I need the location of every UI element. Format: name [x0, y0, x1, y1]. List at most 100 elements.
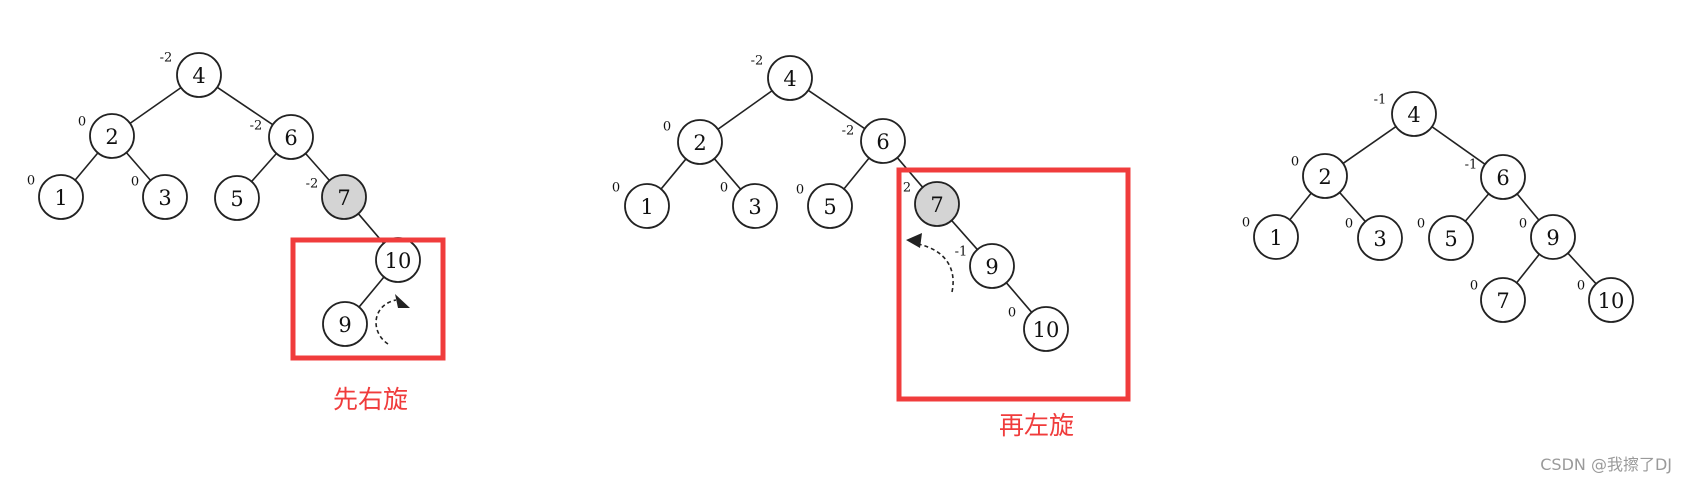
node-key: 5: [1444, 227, 1457, 251]
edge-4-2: [1342, 125, 1397, 165]
left-rotation-highlight-box: [896, 167, 1131, 402]
node-circle: [1428, 215, 1474, 261]
node-key: 5: [230, 187, 243, 211]
node-circle: [732, 183, 778, 229]
watermark: CSDN @我擦了DJ: [1540, 455, 1672, 474]
node-circle: [1357, 215, 1403, 261]
balance-factor: -1: [955, 245, 968, 260]
node-key: 2: [693, 131, 706, 155]
node-key: 7: [1496, 289, 1509, 313]
node-circle: [1023, 306, 1069, 352]
edge-6-9: [1516, 193, 1540, 221]
caption-right-rotation: 先右旋: [333, 385, 408, 414]
caption-left-rotation: 再左旋: [999, 411, 1074, 440]
balance-factor: -2: [160, 51, 173, 66]
balance-factor: -2: [250, 119, 263, 134]
node-key: 9: [1546, 226, 1559, 250]
node-circle: [1302, 153, 1348, 199]
balance-factor: 0: [1519, 217, 1527, 232]
node-9: 90: [1519, 214, 1576, 260]
node-key: 9: [338, 313, 351, 337]
balance-factor: -2: [842, 124, 855, 139]
node-key: 3: [1373, 227, 1386, 251]
balance-factor: 0: [1417, 217, 1425, 232]
node-circle: [38, 174, 84, 220]
edge-9-10: [1005, 282, 1033, 313]
balance-factor: -2: [306, 177, 319, 192]
balance-factor: 0: [663, 120, 671, 135]
node-10: 100: [1577, 277, 1634, 323]
node-key: 1: [1269, 226, 1282, 250]
node-4: 4-2: [751, 54, 813, 101]
node-10: 100: [1008, 306, 1069, 352]
node-circle: [176, 52, 222, 98]
node-circle: [767, 55, 813, 101]
node-10: 10: [375, 237, 421, 283]
node-5: 50: [1417, 215, 1474, 261]
node-circle: [1391, 91, 1437, 137]
node-key: 4: [192, 64, 205, 88]
balance-factor: 0: [131, 175, 139, 190]
right-rotation-highlight-box: [290, 237, 446, 361]
node-5: 5: [214, 175, 260, 221]
balance-factor: 0: [1577, 279, 1585, 294]
node-key: 7: [337, 186, 350, 210]
node-circle: [268, 114, 314, 160]
node-3: 30: [1345, 215, 1403, 261]
node-7: 7 -2: [306, 174, 367, 220]
balance-factor: -1: [1374, 93, 1387, 108]
balance-factor: 0: [78, 115, 86, 130]
clockwise-rotation-arrow-icon: [375, 294, 410, 345]
node-4: 4 -1: [1374, 91, 1437, 137]
node-9: 9-1: [955, 243, 1015, 289]
node-3: 30: [720, 181, 778, 229]
edge-4-6: [807, 89, 866, 130]
node-key: 3: [158, 186, 171, 210]
node-circle: [1480, 154, 1526, 200]
edge-2-1: [660, 158, 687, 190]
node-1: 10: [27, 174, 84, 220]
edge-6-7: [304, 152, 331, 182]
node-circle: [807, 183, 853, 229]
balance-factor: -1: [1465, 158, 1478, 173]
edge-4-6: [216, 86, 274, 126]
node-6: 6 -1: [1465, 154, 1526, 200]
edge-10-9: [358, 276, 385, 308]
edge-6-5: [1464, 193, 1490, 222]
balance-factor: 0: [1470, 279, 1478, 294]
edge-9-10: [1567, 252, 1597, 285]
node-key: 4: [783, 67, 796, 91]
edge-9-7: [1516, 253, 1540, 284]
node-7: 72: [903, 181, 960, 227]
edge-2-3: [125, 152, 152, 181]
node-circle: [1480, 277, 1526, 323]
edge-4-2: [129, 86, 182, 125]
balance-factor: 0: [27, 174, 35, 189]
node-key: 4: [1407, 103, 1420, 127]
node-1: 10: [612, 181, 670, 229]
edge-2-1: [74, 152, 99, 181]
node-2: 20: [663, 119, 723, 165]
node-key: 6: [876, 130, 889, 154]
node-circle: [914, 181, 960, 227]
balance-factor: 0: [796, 183, 804, 198]
node-circle: [677, 119, 723, 165]
node-key: 2: [105, 125, 118, 149]
node-circle: [214, 175, 260, 221]
node-circle: [89, 113, 135, 159]
counterclockwise-rotation-arrow-icon: [906, 233, 954, 293]
node-key: 7: [930, 193, 943, 217]
node-key: 6: [1496, 166, 1509, 190]
edge-6-5: [843, 157, 870, 190]
balance-factor: 0: [720, 181, 728, 196]
balance-factor: 2: [903, 181, 911, 196]
node-circle: [969, 243, 1015, 289]
balance-factor: 0: [1345, 217, 1353, 232]
node-6: 6-2: [250, 114, 314, 160]
node-2: 20: [78, 113, 135, 159]
node-key: 10: [385, 249, 412, 273]
